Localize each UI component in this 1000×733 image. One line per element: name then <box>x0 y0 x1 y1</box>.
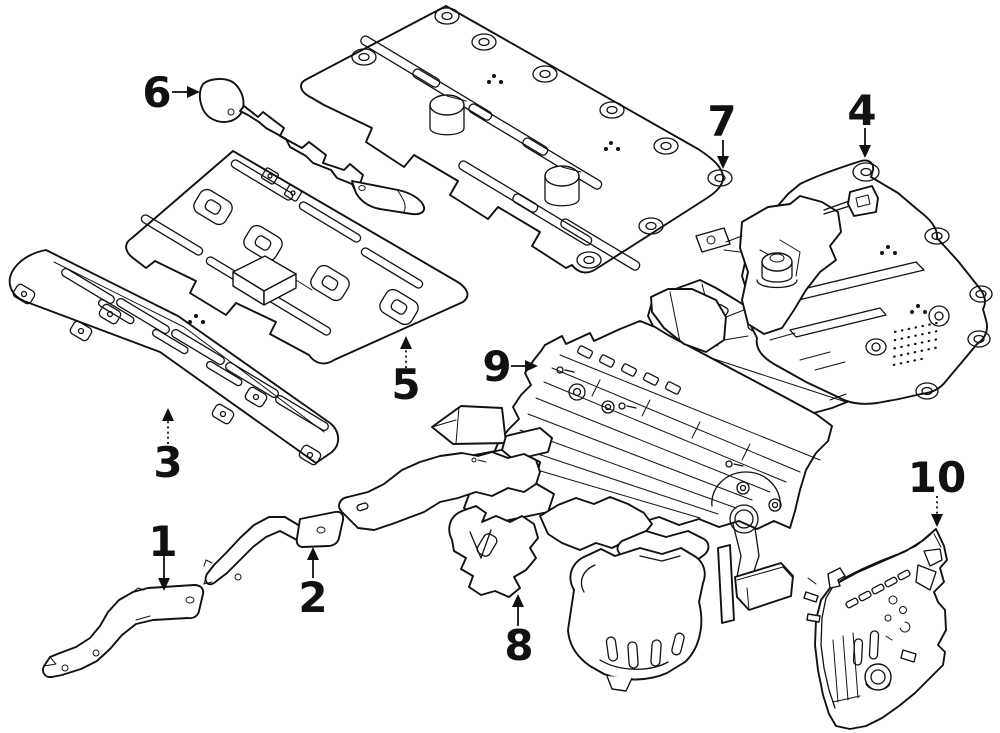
boss <box>544 165 582 207</box>
grommet <box>967 330 991 348</box>
callout-10-label[interactable]: 10 <box>908 453 966 502</box>
callout-5[interactable]: 5 <box>391 336 421 409</box>
grommet <box>576 251 602 269</box>
callout-9[interactable]: 9 <box>482 342 538 391</box>
callout-8-label[interactable]: 8 <box>504 621 533 670</box>
wedge-bracket <box>431 405 507 445</box>
callout-8[interactable]: 8 <box>504 594 534 670</box>
callout-4[interactable]: 4 <box>847 86 877 158</box>
callout-7[interactable]: 7 <box>707 97 737 169</box>
part-5-front-floor-pan <box>125 150 469 365</box>
rivet-dots <box>880 245 927 314</box>
callout-1[interactable]: 1 <box>148 517 178 591</box>
grommet <box>915 382 939 400</box>
part-1-bracket <box>42 584 205 679</box>
part-2-bracket <box>203 510 345 586</box>
texture-dots <box>892 321 940 366</box>
grommet <box>532 65 558 83</box>
grommet <box>653 137 679 155</box>
grommet <box>471 33 497 51</box>
grommet <box>969 285 993 303</box>
callouts: 1 2 3 4 5 6 7 <box>142 68 966 670</box>
part-7-center-floor-pan <box>300 5 733 274</box>
grommet <box>599 101 625 119</box>
grommet <box>638 217 664 235</box>
callout-10[interactable]: 10 <box>908 453 966 527</box>
grommet <box>351 48 377 66</box>
callout-7-label[interactable]: 7 <box>707 97 736 146</box>
callout-2-label[interactable]: 2 <box>298 573 327 622</box>
grommet <box>707 169 733 187</box>
callout-4-label[interactable]: 4 <box>847 86 876 135</box>
grommet <box>434 7 460 25</box>
part-8-dash-insulator <box>338 451 710 692</box>
rivet-dots <box>188 314 205 324</box>
callout-2[interactable]: 2 <box>298 547 328 622</box>
mount-foot <box>717 523 794 624</box>
boss <box>429 94 467 136</box>
part-3-sill-plate <box>8 249 340 466</box>
callout-1-label[interactable]: 1 <box>148 517 177 566</box>
mount-bracket <box>695 185 879 335</box>
center-box <box>232 255 313 306</box>
grommet <box>924 227 950 245</box>
callout-5-label[interactable]: 5 <box>391 360 420 409</box>
callout-6[interactable]: 6 <box>142 68 200 117</box>
callout-6-label[interactable]: 6 <box>142 68 171 117</box>
part-10-side-shield <box>803 528 948 730</box>
part-4-engine-splash-shield <box>650 159 993 405</box>
callout-9-label[interactable]: 9 <box>482 342 511 391</box>
part-6-rocker-molding <box>198 78 426 216</box>
grommet <box>852 162 880 182</box>
rivet-dots <box>487 74 620 151</box>
callout-3-label[interactable]: 3 <box>153 438 182 487</box>
callout-3[interactable]: 3 <box>153 408 183 487</box>
